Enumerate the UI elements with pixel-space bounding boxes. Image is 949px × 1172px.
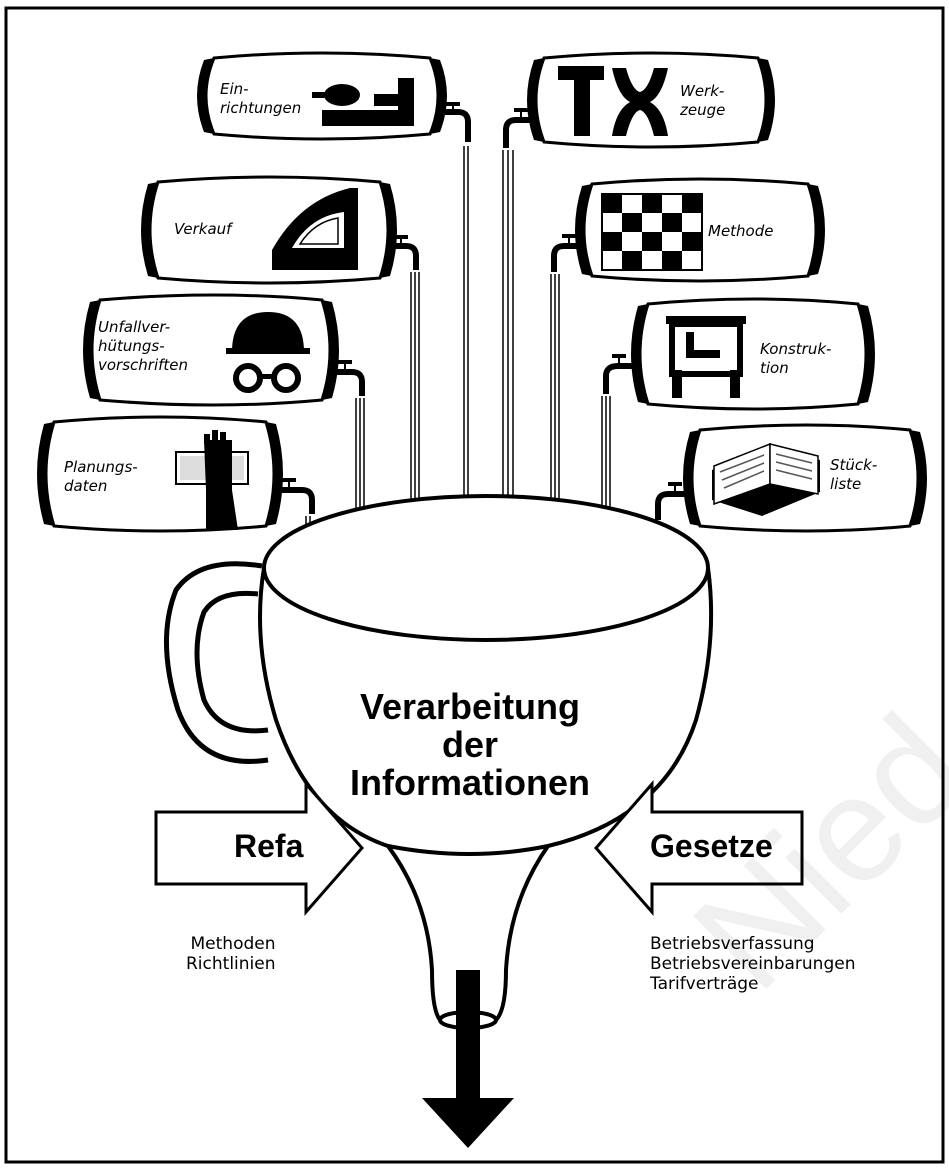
- label-methode: Methode: [708, 222, 774, 240]
- label-konstruktion: Konstruk- tion: [760, 340, 832, 377]
- left-sub-2: Richtlinien: [186, 954, 276, 974]
- faucet-unfall: [332, 360, 365, 396]
- funnel: [164, 494, 714, 1030]
- right-arrow-label: Gesetze: [650, 828, 773, 864]
- funnel-title-line-2: der: [441, 724, 499, 765]
- right-arrow-sublist: Betriebsverfassung Betriebsvereinbarunge…: [650, 934, 855, 994]
- funnel-title: Verarbeitung der Informationen: [300, 688, 640, 802]
- barrel-methode: [575, 177, 825, 283]
- frame-border: [4, 6, 945, 1164]
- faucet-methode: [551, 234, 582, 272]
- faucet-einrichtungen: [440, 102, 471, 142]
- label-einrichtungen: Ein- richtungen: [220, 80, 302, 117]
- output-arrow: [422, 970, 514, 1148]
- label-verkauf: Verkauf: [174, 220, 232, 238]
- left-arrow-shape: [154, 780, 364, 916]
- right-sub-2: Betriebsvereinbarungen: [650, 954, 856, 974]
- funnel-title-line-3: Informationen: [350, 762, 590, 803]
- right-sub-3: Tarifverträge: [650, 974, 759, 994]
- barrel-planung: [37, 415, 283, 533]
- label-stueckliste: Stück- liste: [830, 456, 878, 493]
- faucet-verkauf: [390, 235, 419, 270]
- faucet-planung: [276, 478, 315, 514]
- faucet-werkzeuge: [503, 108, 534, 148]
- barrel-verkauf: [141, 175, 397, 285]
- barrel-stueckliste: [683, 423, 927, 533]
- left-arrow-sublist: Methoden Richtlinien: [186, 934, 276, 974]
- right-sub-1: Betriebsverfassung: [650, 934, 815, 954]
- right-arrow-shape: [594, 780, 804, 916]
- faucet-stueckliste: [655, 482, 690, 520]
- faucet-konstruktion: [603, 354, 638, 394]
- left-arrow-label: Refa: [234, 828, 304, 864]
- left-sub-1: Methoden: [190, 934, 276, 954]
- barrel-werkzeuge: [527, 51, 775, 149]
- label-unfall: Unfallver- hütungs- vorschriften: [98, 318, 189, 374]
- barrel-einrichtungen: [197, 51, 447, 141]
- barrel-konstruktion: [631, 297, 875, 411]
- checkerboard-icon: [601, 193, 703, 271]
- label-werkzeuge: Werk- zeuge: [680, 82, 726, 119]
- label-planung: Planungs- daten: [64, 458, 138, 495]
- funnel-title-line-1: Verarbeitung: [359, 686, 581, 727]
